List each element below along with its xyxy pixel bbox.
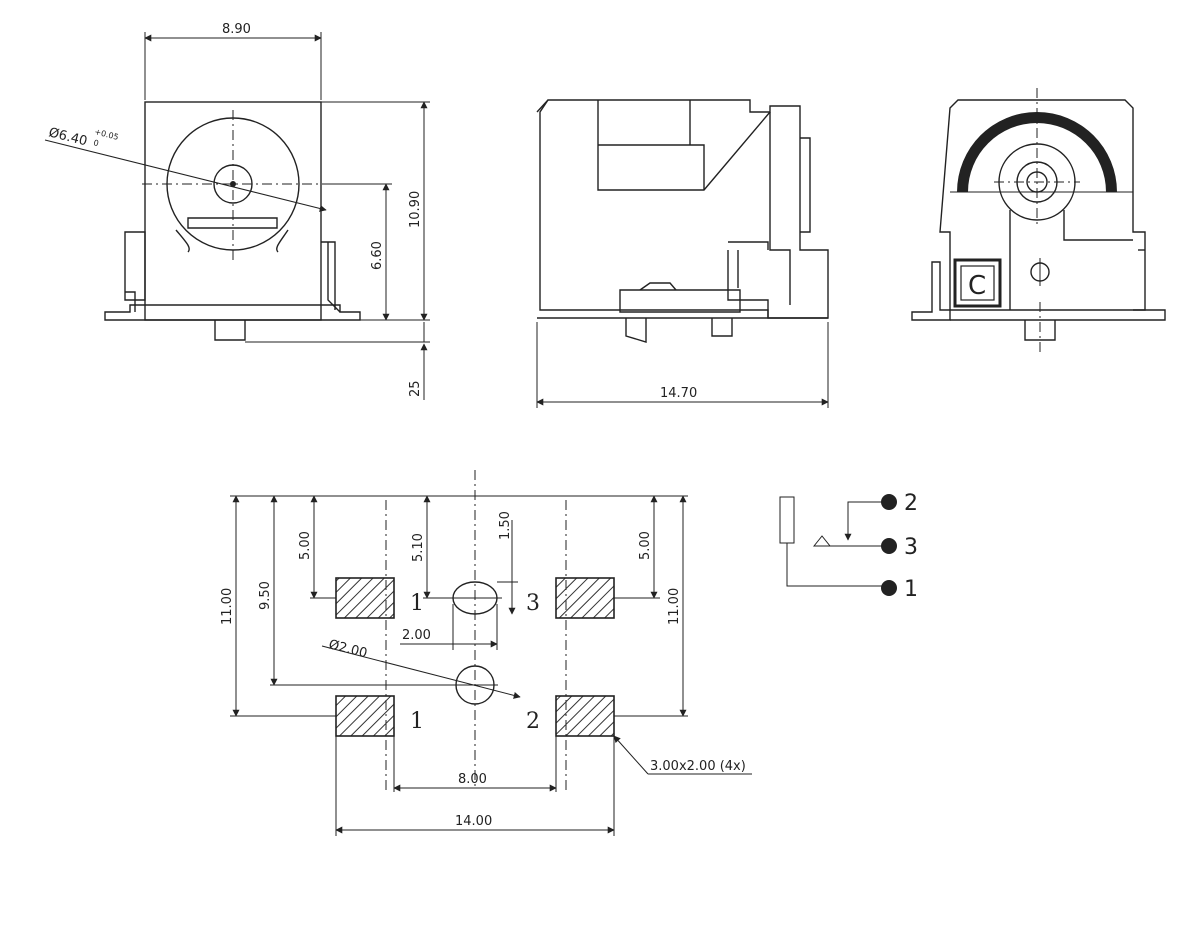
dim-pad-left: 5.00 [298,531,313,560]
schematic-label-2: 2 [904,491,918,516]
dim-center-inner: 5.10 [411,533,426,562]
pad-bottom-left [335,695,395,737]
rear-body [939,99,1146,311]
pin-label-3-top: 3 [526,591,540,616]
schematic-pin-2 [881,494,897,510]
schematic-label-3: 3 [904,535,918,560]
dim-length: 14.70 [660,386,697,401]
dim-hole-diameter-fp: Ø2.00 [327,637,369,661]
side-body [539,99,829,319]
side-view: 14.70 [536,99,829,408]
dim-pad-spacing-outer: 14.00 [455,814,492,829]
dim-pad-right: 5.00 [638,531,653,560]
front-view: 8.90 Ø6.40 +0.05 0 10.90 6.60 25 [44,22,430,400]
logo-box [953,258,1002,308]
dim-height-left-inner: 9.50 [258,581,273,610]
dim-pad-size: 3.00x2.00 (4x) [650,759,746,774]
schematic-pin-3 [881,538,897,554]
dim-center-height: 6.60 [370,241,385,270]
rear-view: C [911,88,1166,352]
dim-height-right: 11.00 [667,588,682,625]
logo-letter: C [968,271,986,301]
dim-pad-spacing-inner: 8.00 [458,772,487,787]
pin-label-1-top: 1 [410,591,424,616]
dim-width: 8.90 [222,22,251,37]
schematic-pin-1 [881,580,897,596]
schematic-label-1: 1 [904,577,918,602]
pad-bottom-right [555,695,615,737]
dim-top-hole-offset: 1.50 [498,511,513,540]
pad-top-right [555,577,615,619]
dim-height-left-outer: 11.00 [220,588,235,625]
dim-height: 10.90 [408,191,423,228]
pin-label-1-bottom: 1 [410,709,424,734]
schematic-symbol: 2 3 1 [779,491,918,602]
dim-peg: 25 [408,380,423,397]
dim-hole-tol-lower: 0 [93,138,100,148]
schematic-barrel [779,496,795,544]
dim-slot-width: 2.00 [402,628,431,643]
pad-top-left [335,577,395,619]
footprint-view: 1 3 1 2 11.00 9.50 5.00 5.10 1.50 5.00 1… [220,470,752,836]
pin-label-2-bottom: 2 [526,709,540,734]
